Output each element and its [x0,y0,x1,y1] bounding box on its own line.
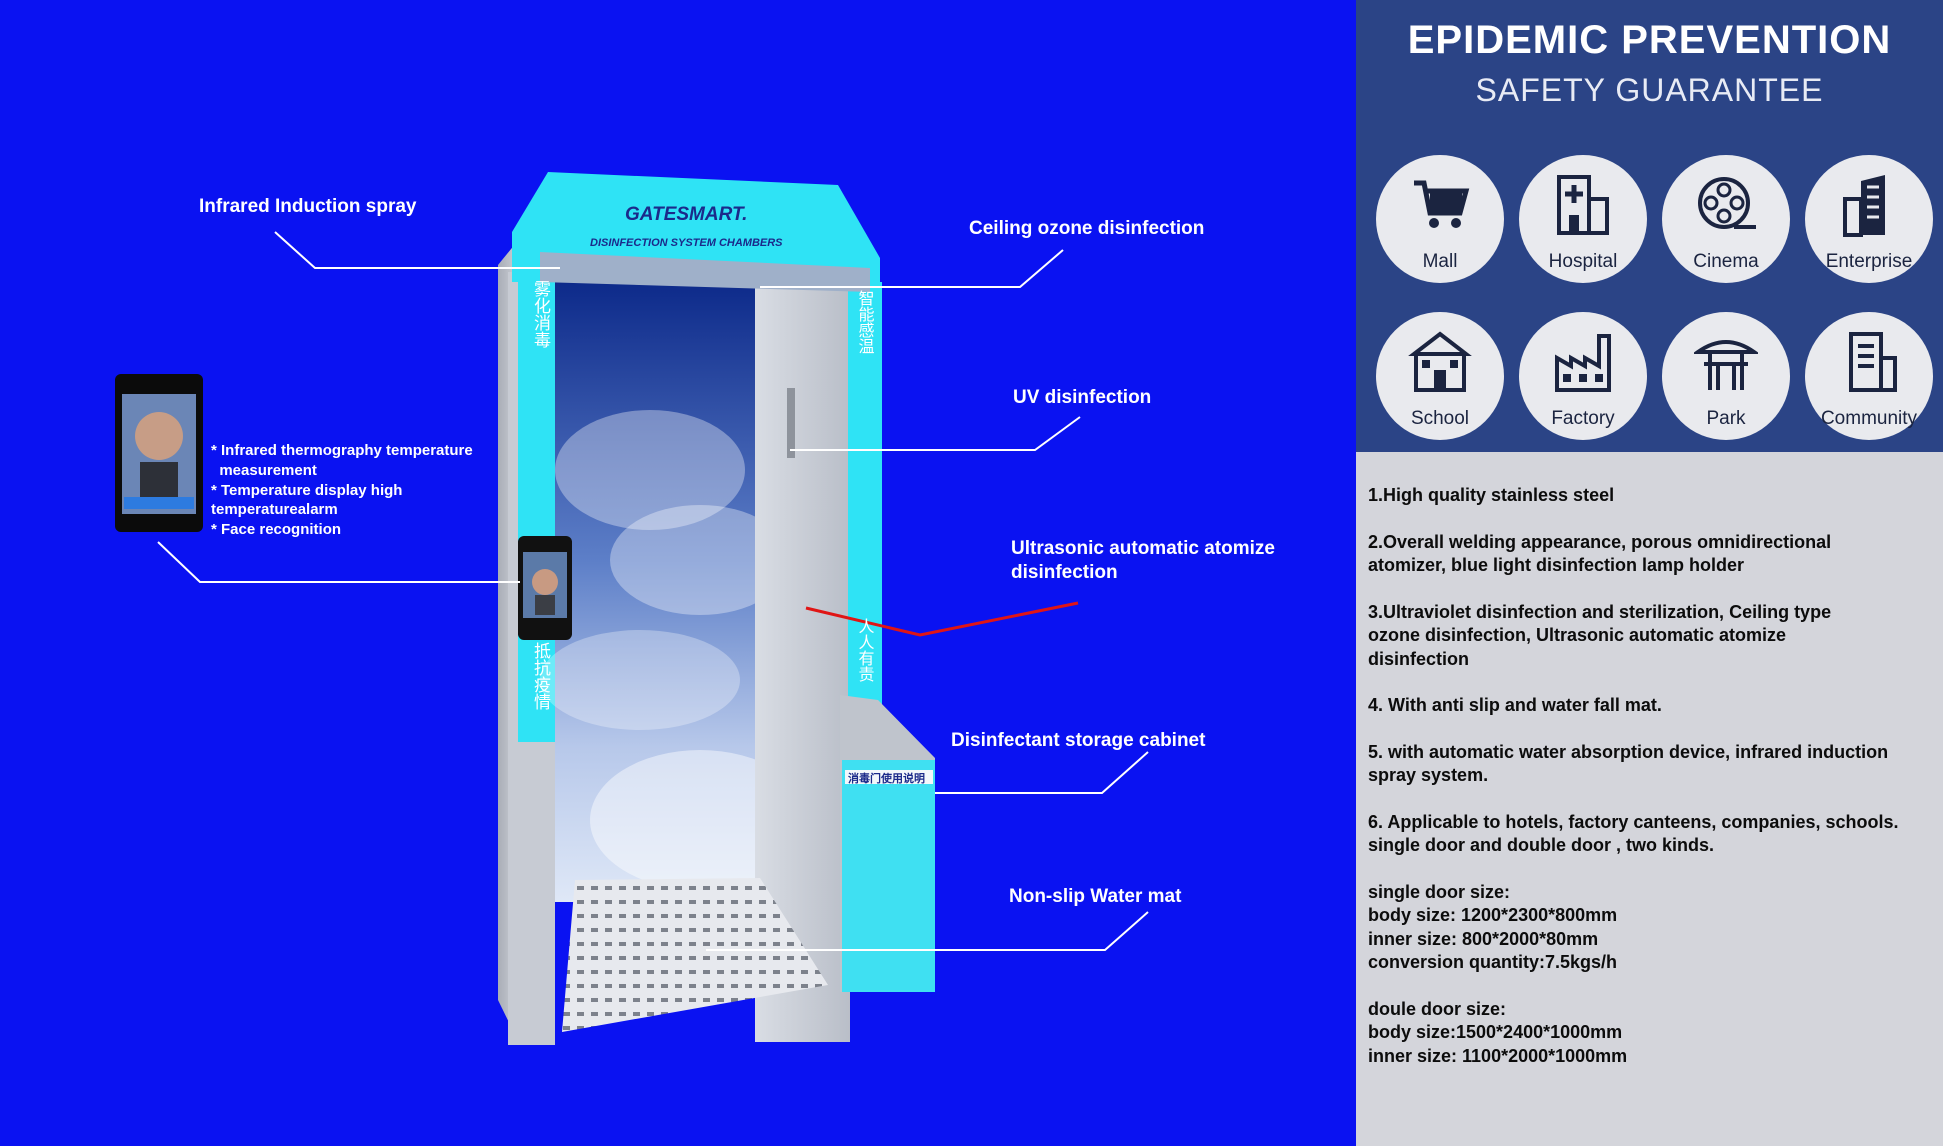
venue-school: School [1376,312,1504,440]
leader-water-mat [706,911,1149,951]
spec-item: 5. with automatic water absorption devic… [1368,741,1889,786]
spec-item: doule door size: body size:1500*2400*100… [1368,998,1628,1066]
spec-item: 4. With anti slip and water fall mat. [1368,695,1662,715]
venue-hospital: Hospital [1519,155,1647,283]
non-slip-water-mat [562,878,828,1032]
venue-label-factory: Factory [1551,408,1615,429]
callout-storage: Disinfectant storage cabinet [951,730,1206,751]
callout-water-mat: Non-slip Water mat [1009,886,1182,907]
chamber-brand-sub: DISINFECTION SYSTEM CHAMBERS [590,237,783,249]
left-pillar-bottom: 抵抗疫情 [530,642,551,711]
spec-item: single door size: body size: 1200*2300*8… [1368,881,1618,973]
venue-park: Park [1662,312,1790,440]
callout-infrared-spray: Infrared Induction spray [199,196,417,217]
pagoda-icon [1694,340,1758,390]
leader-infrared-spray [274,231,560,269]
chamber-diagram: GATESMART. DISINFECTION SYSTEM CHAMBERS … [115,172,1149,1045]
chamber-top-header [512,172,880,282]
film-reel-icon [1698,177,1756,229]
school-icon [1408,331,1472,392]
spec-item: 3.Ultraviolet disinfection and steriliza… [1368,601,1832,669]
venue-community: Community [1805,312,1933,440]
callout-ultrasonic: Ultrasonic automatic atomize disinfectio… [1011,538,1275,583]
panel-subtitle: SAFETY GUARANTEE [1475,72,1824,108]
leader-storage [935,751,1149,794]
leader-tablet [157,541,520,583]
chamber-interior-mist [555,282,755,902]
factory-icon [1555,334,1611,392]
header-band: EPIDEMIC PREVENTION SAFETY GUARANTEE Mal… [1356,0,1943,452]
venue-label-park: Park [1706,408,1746,429]
spec-list: 1.High quality stainless steel 2.Overall… [1368,484,1938,1091]
leader-uv [790,416,1081,451]
venue-label-community: Community [1820,408,1918,429]
leader-ultrasonic [805,601,1079,637]
venue-mall: Mall [1376,155,1504,283]
right-pillar-bottom: 人人有责 [856,618,875,682]
cabinet-label-panel [842,760,935,992]
spec-item: 6. Applicable to hotels, factory canteen… [1368,811,1899,856]
feature-line-1: * Infrared thermography temperature [211,442,473,459]
chamber-brand: GATESMART. [625,204,747,225]
feature-line-2: measurement [211,462,317,479]
right-pillar-text: 智能感温 [856,290,875,354]
left-pillar-text: 雾化消毒 [530,280,551,348]
venue-factory: Factory [1519,312,1647,440]
venue-enterprise: Enterprise [1805,155,1933,283]
spec-item: 2.Overall welding appearance, porous omn… [1368,531,1832,576]
product-diagram-area: GATESMART. DISINFECTION SYSTEM CHAMBERS … [115,172,1275,1045]
feature-line-3: * Temperature display high [211,482,403,499]
apartment-icon [1849,332,1897,392]
venue-label-enterprise: Enterprise [1825,251,1913,272]
venue-label-school: School [1410,408,1470,429]
venue-cinema: Cinema [1662,155,1790,283]
info-panel: EPIDEMIC PREVENTION SAFETY GUARANTEE Mal… [1356,0,1943,1146]
office-building-icon [1843,175,1885,237]
cabinet-title: 消毒门使用说明 [848,771,925,785]
feature-line-4: temperaturealarm [211,501,338,518]
feature-line-5: * Face recognition [211,521,342,538]
right-cyan-pillar [848,282,882,712]
callout-ceiling-ozone: Ceiling ozone disinfection [969,218,1205,239]
venue-label-mall: Mall [1422,251,1458,272]
panel-title: EPIDEMIC PREVENTION [1407,18,1892,62]
leader-ceiling-ozone [760,249,1064,288]
venue-label-hospital: Hospital [1548,251,1618,272]
cart-icon [1414,180,1470,228]
hospital-icon [1557,175,1609,235]
spec-item: 1.High quality stainless steel [1368,485,1615,505]
venue-label-cinema: Cinema [1693,251,1759,272]
callout-uv: UV disinfection [1013,387,1152,408]
